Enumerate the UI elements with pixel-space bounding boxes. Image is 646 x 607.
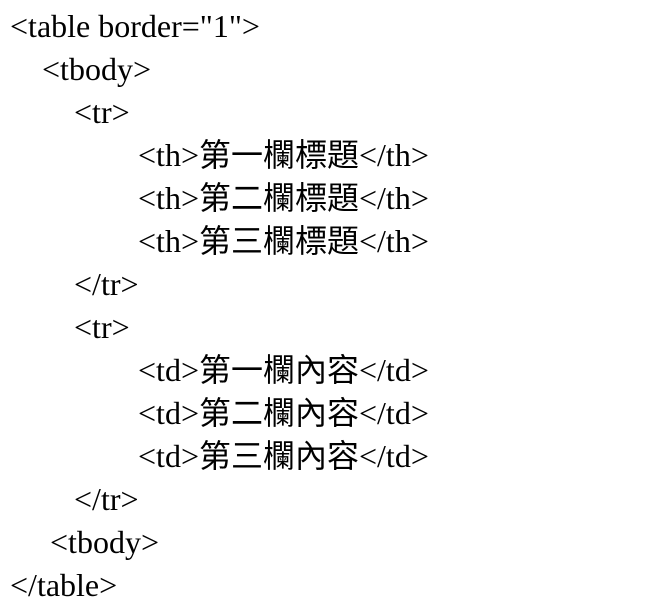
code-line: </tr> (10, 481, 139, 517)
code-line: <th>第三欄標題</th> (10, 223, 429, 259)
code-line: </table> (10, 567, 118, 603)
code-line: <td>第三欄內容</td> (10, 438, 429, 474)
code-line: <tbody> (10, 51, 151, 87)
code-line: <tr> (10, 309, 130, 345)
code-line: <table border="1"> (10, 8, 260, 44)
code-line: </tr> (10, 266, 139, 302)
code-line: <td>第一欄內容</td> (10, 352, 429, 388)
code-line: <tr> (10, 94, 130, 130)
code-line: <tbody> (10, 524, 159, 560)
code-line: <th>第一欄標題</th> (10, 137, 429, 173)
code-line: <td>第二欄內容</td> (10, 395, 429, 431)
code-line: <th>第二欄標題</th> (10, 180, 429, 216)
